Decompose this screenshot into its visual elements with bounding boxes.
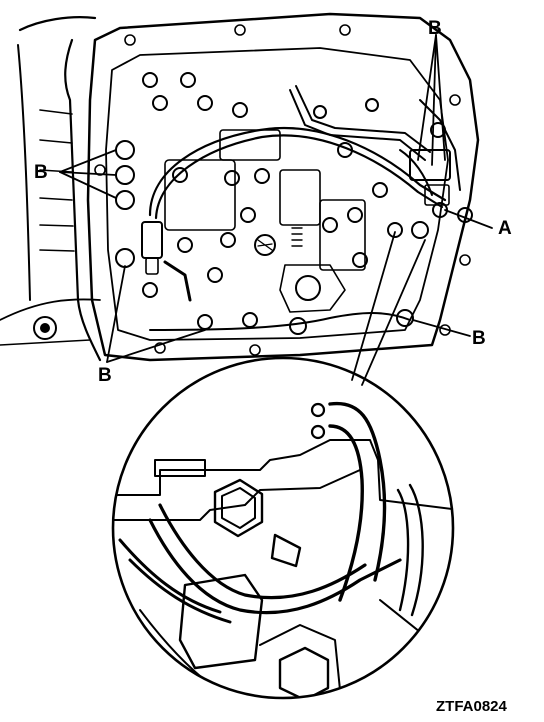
valve-body	[115, 72, 473, 335]
wire-harness	[141, 85, 461, 331]
transmission-case	[0, 16, 102, 362]
detail-view	[111, 356, 455, 700]
zoom-cone	[351, 231, 426, 386]
callout-b-top: B	[428, 18, 442, 39]
callout-b-right: B	[472, 328, 486, 349]
figure-code: ZTFA0824	[436, 698, 508, 715]
callout-b-bottom: B	[98, 365, 112, 386]
housing-flange	[86, 12, 480, 362]
callout-leaders	[59, 34, 493, 363]
callout-a: A	[498, 218, 512, 239]
callout-b-left: B	[34, 162, 48, 183]
